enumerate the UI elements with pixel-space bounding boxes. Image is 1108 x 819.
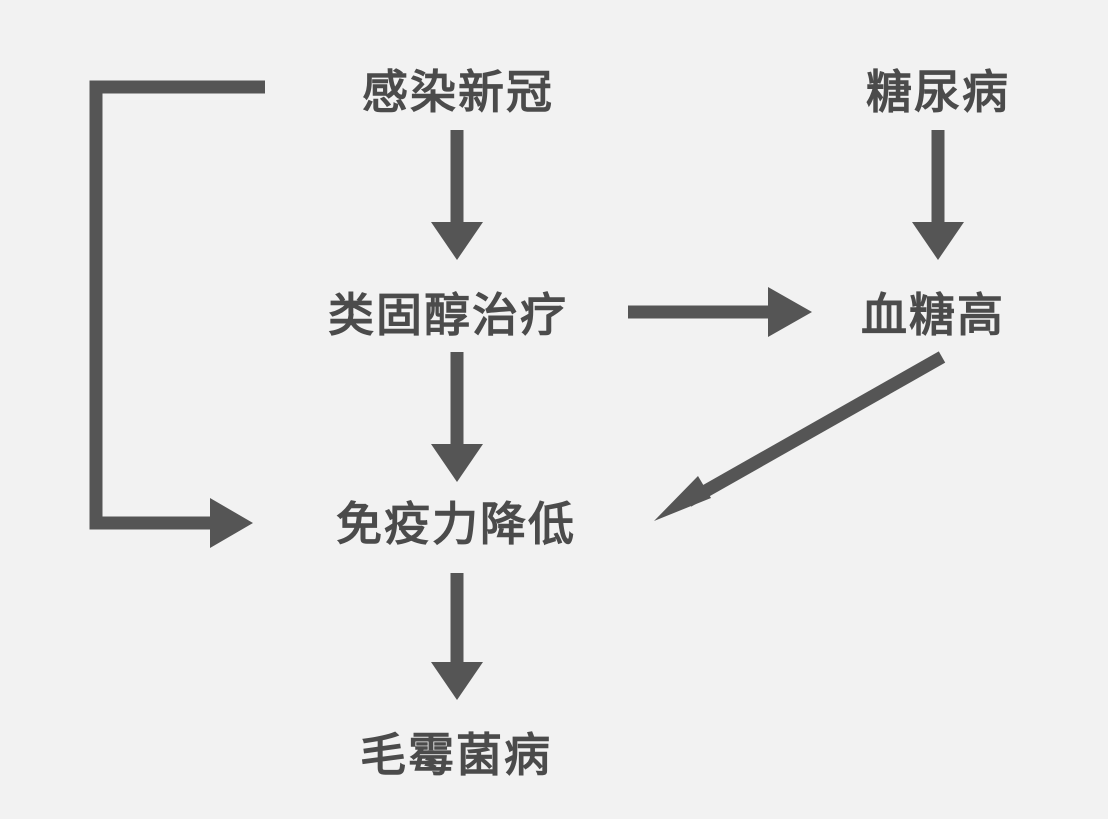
node-lowered-immunity: 免疫力降低 <box>336 497 576 551</box>
node-high-blood-sugar: 血糖高 <box>861 288 1005 342</box>
edge-hyperglycemia-to-immunity <box>654 351 946 521</box>
edge-immunity-to-mucor <box>431 573 483 700</box>
edge-steroid-to-hyperglycemia <box>628 287 812 337</box>
edge-diabetes-to-hyperglycemia <box>912 130 964 260</box>
node-steroid-therapy: 类固醇治疗 <box>328 288 568 342</box>
edge-infection-to-steroid <box>431 130 483 260</box>
node-diabetes: 糖尿病 <box>866 65 1010 119</box>
edge-steroid-to-immunity <box>431 352 483 482</box>
node-covid-infection: 感染新冠 <box>362 65 554 119</box>
edge-infection-to-immunity <box>89 80 265 548</box>
node-mucormycosis: 毛霉菌病 <box>360 728 552 782</box>
